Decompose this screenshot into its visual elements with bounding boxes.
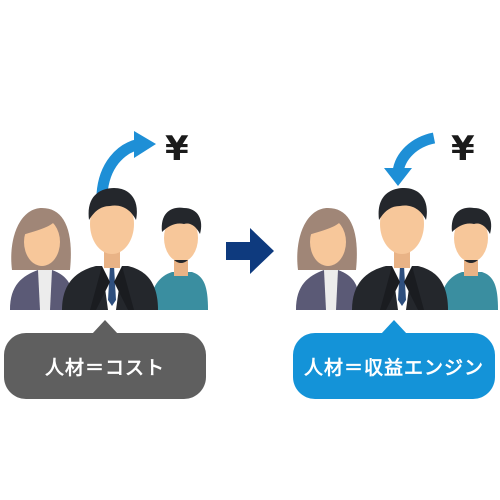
person-woman-icon <box>10 208 74 310</box>
caption-cost-text: 人材＝コスト <box>44 356 165 379</box>
left-people-group <box>0 120 210 320</box>
yen-symbol-left: ¥ <box>165 129 189 169</box>
caption-bubble-cost: 人材＝コスト <box>4 320 206 399</box>
person-businessman-icon <box>352 188 448 310</box>
right-arrow-icon <box>226 228 274 274</box>
curved-arrow-out-icon <box>96 131 156 195</box>
person-man-icon <box>150 207 208 310</box>
caption-revenue-engine-text: 人材＝収益エンジン <box>303 356 484 379</box>
left-people-illustration <box>10 131 208 310</box>
right-people-illustration <box>296 132 498 310</box>
yen-symbol-right: ¥ <box>451 129 475 169</box>
person-woman-icon <box>296 208 360 310</box>
person-man-icon <box>440 207 498 310</box>
caption-bubble-revenue-engine: 人材＝収益エンジン <box>293 320 495 399</box>
curved-arrow-in-icon <box>384 132 436 186</box>
person-businessman-icon <box>62 188 158 310</box>
right-people-group <box>290 120 500 320</box>
